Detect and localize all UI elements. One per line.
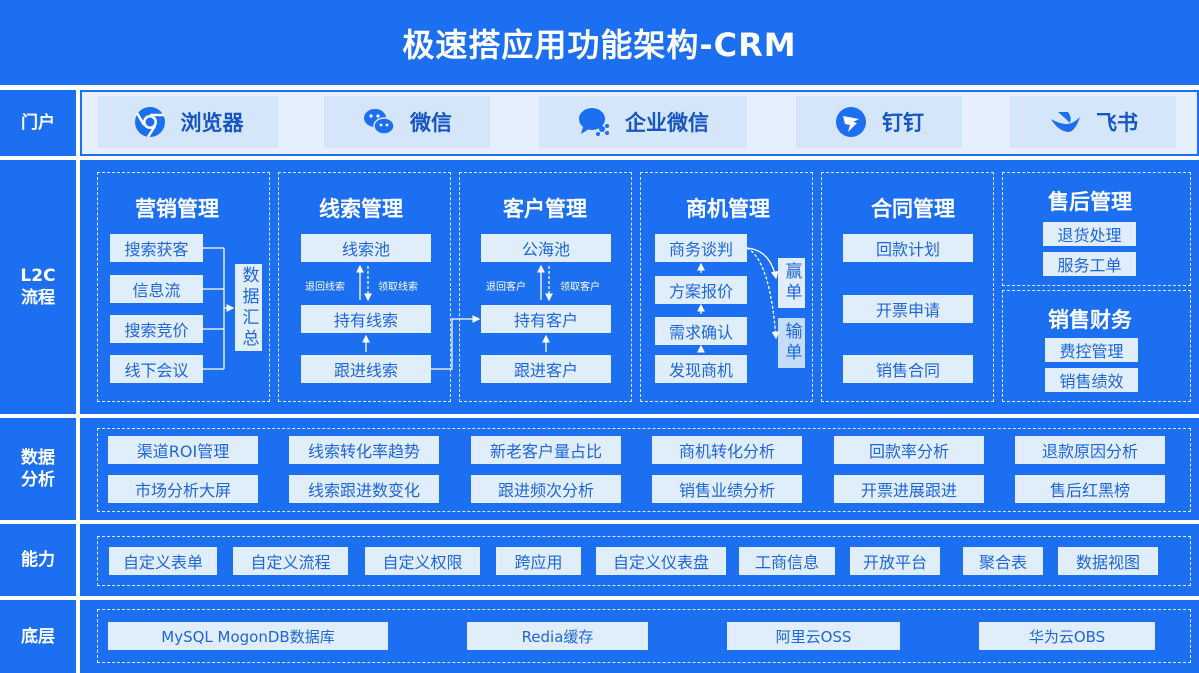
feishu-icon [1051, 112, 1080, 132]
claim-customer-label: 领取客户 [560, 282, 600, 293]
ability-item[interactable]: 自定义仪表盘 [596, 547, 726, 575]
row-label-l2c: L2C流程 [0, 160, 76, 414]
marketing-module [97, 172, 270, 402]
row-label-ability: 能力 [0, 524, 76, 596]
infrastructure-item[interactable]: 华为云OBS [979, 622, 1155, 650]
analysis-item[interactable]: 线索转化率趋势 [289, 436, 439, 464]
analysis-item[interactable]: 跟进频次分析 [471, 475, 621, 503]
leads-module [278, 172, 451, 402]
contract-item[interactable]: 销售合同 [843, 355, 973, 383]
analysis-panel [80, 418, 1199, 520]
row-label-base: 底层 [0, 600, 76, 673]
leads-followup[interactable]: 跟进线索 [301, 355, 431, 383]
opportunity-module [640, 172, 813, 402]
analysis-item[interactable]: 渠道ROI管理 [108, 436, 258, 464]
aftersale-item[interactable]: 服务工单 [1043, 252, 1136, 276]
ability-item[interactable]: 自定义权限 [365, 547, 480, 575]
row-label-portal: 门户 [0, 90, 76, 156]
portal-wecom[interactable]: 企业微信 [539, 96, 747, 148]
portal-browser[interactable]: 浏览器 [98, 96, 278, 148]
contract-title: 合同管理 [871, 197, 955, 221]
ability-item[interactable]: 开放平台 [850, 547, 940, 575]
opportunity-item[interactable]: 商务谈判 [655, 234, 747, 262]
opportunity-title: 商机管理 [686, 197, 770, 221]
customer-followup[interactable]: 跟进客户 [481, 355, 611, 383]
return-leads-label: 退回线索 [305, 282, 345, 293]
ability-item[interactable]: 数据视图 [1058, 547, 1158, 575]
customer-pool[interactable]: 公海池 [481, 234, 611, 262]
opportunity-item[interactable]: 需求确认 [655, 317, 747, 345]
aftersale-item[interactable]: 退货处理 [1043, 222, 1136, 246]
return-customer-label: 退回客户 [486, 282, 526, 293]
analysis-item[interactable]: 退款原因分析 [1015, 436, 1165, 464]
wechat-icon [364, 109, 395, 135]
finance-title: 销售财务 [1048, 308, 1132, 332]
lose-deal-box[interactable]: 输单 [778, 318, 805, 368]
analysis-item[interactable]: 开票进展跟进 [834, 475, 984, 503]
portal-feishu[interactable]: 飞书 [1010, 96, 1176, 148]
ability-item[interactable]: 自定义流程 [233, 547, 348, 575]
ability-dashed-frame [97, 536, 1191, 586]
base-dashed-frame [97, 609, 1191, 663]
portal-label: 微信 [410, 111, 452, 135]
ability-item[interactable]: 聚合表 [963, 547, 1043, 575]
infrastructure-item[interactable]: 阿里云OSS [727, 622, 900, 650]
analysis-item[interactable]: 商机转化分析 [652, 436, 802, 464]
ability-item[interactable]: 跨应用 [496, 547, 581, 575]
analysis-item[interactable]: 线索跟进数变化 [289, 475, 439, 503]
page-title: 极速搭应用功能架构-CRM [0, 0, 1199, 85]
ability-item[interactable]: 自定义表单 [109, 547, 217, 575]
marketing-item[interactable]: 搜索竞价 [110, 315, 203, 343]
portal-dingtalk[interactable]: 钉钉 [796, 96, 962, 148]
marketing-title: 营销管理 [135, 197, 219, 221]
finance-item[interactable]: 销售绩效 [1045, 368, 1138, 392]
finance-module [1002, 290, 1191, 402]
infrastructure-item[interactable]: Redia缓存 [467, 622, 648, 650]
analysis-item[interactable]: 销售业绩分析 [652, 475, 802, 503]
leads-title: 线索管理 [319, 197, 403, 221]
claim-leads-label: 领取线索 [378, 282, 418, 293]
analysis-item[interactable]: 新老客户量占比 [471, 436, 621, 464]
win-deal-box[interactable]: 赢单 [778, 258, 805, 308]
opportunity-item[interactable]: 发现商机 [655, 355, 747, 383]
analysis-dashed-frame [97, 428, 1191, 512]
browser-icon [134, 107, 165, 138]
customer-title: 客户管理 [503, 197, 587, 221]
row-label-analysis: 数据分析 [0, 418, 76, 520]
opportunity-item[interactable]: 方案报价 [655, 276, 747, 304]
analysis-item[interactable]: 售后红黑榜 [1015, 475, 1165, 503]
portal-wechat[interactable]: 微信 [324, 96, 490, 148]
customer-held[interactable]: 持有客户 [481, 305, 611, 333]
contract-module [821, 172, 994, 402]
leads-pool[interactable]: 线索池 [301, 234, 431, 262]
dingtalk-icon [836, 107, 866, 137]
wecom-icon [579, 108, 609, 136]
aftersale-module [1002, 172, 1191, 286]
ability-item[interactable]: 工商信息 [739, 547, 835, 575]
portal-label: 企业微信 [625, 111, 709, 135]
analysis-item[interactable]: 回款率分析 [834, 436, 984, 464]
portal-label: 钉钉 [882, 111, 924, 135]
contract-item[interactable]: 回款计划 [843, 234, 973, 262]
l2c-panel [80, 160, 1199, 414]
infrastructure-item[interactable]: MySQL MogonDB数据库 [108, 622, 388, 650]
leads-held[interactable]: 持有线索 [301, 305, 431, 333]
marketing-item[interactable]: 线下会议 [110, 355, 203, 383]
portal-label: 浏览器 [180, 111, 244, 135]
portal-label: 飞书 [1096, 111, 1138, 135]
finance-item[interactable]: 费控管理 [1045, 338, 1138, 362]
analysis-item[interactable]: 市场分析大屏 [108, 475, 258, 503]
contract-item[interactable]: 开票申请 [843, 295, 973, 323]
aftersale-title: 售后管理 [1048, 190, 1132, 214]
marketing-item[interactable]: 搜索获客 [110, 234, 203, 262]
customer-module [459, 172, 632, 402]
data-summary-box[interactable]: 数据汇总 [235, 264, 262, 351]
marketing-item[interactable]: 信息流 [110, 275, 203, 303]
